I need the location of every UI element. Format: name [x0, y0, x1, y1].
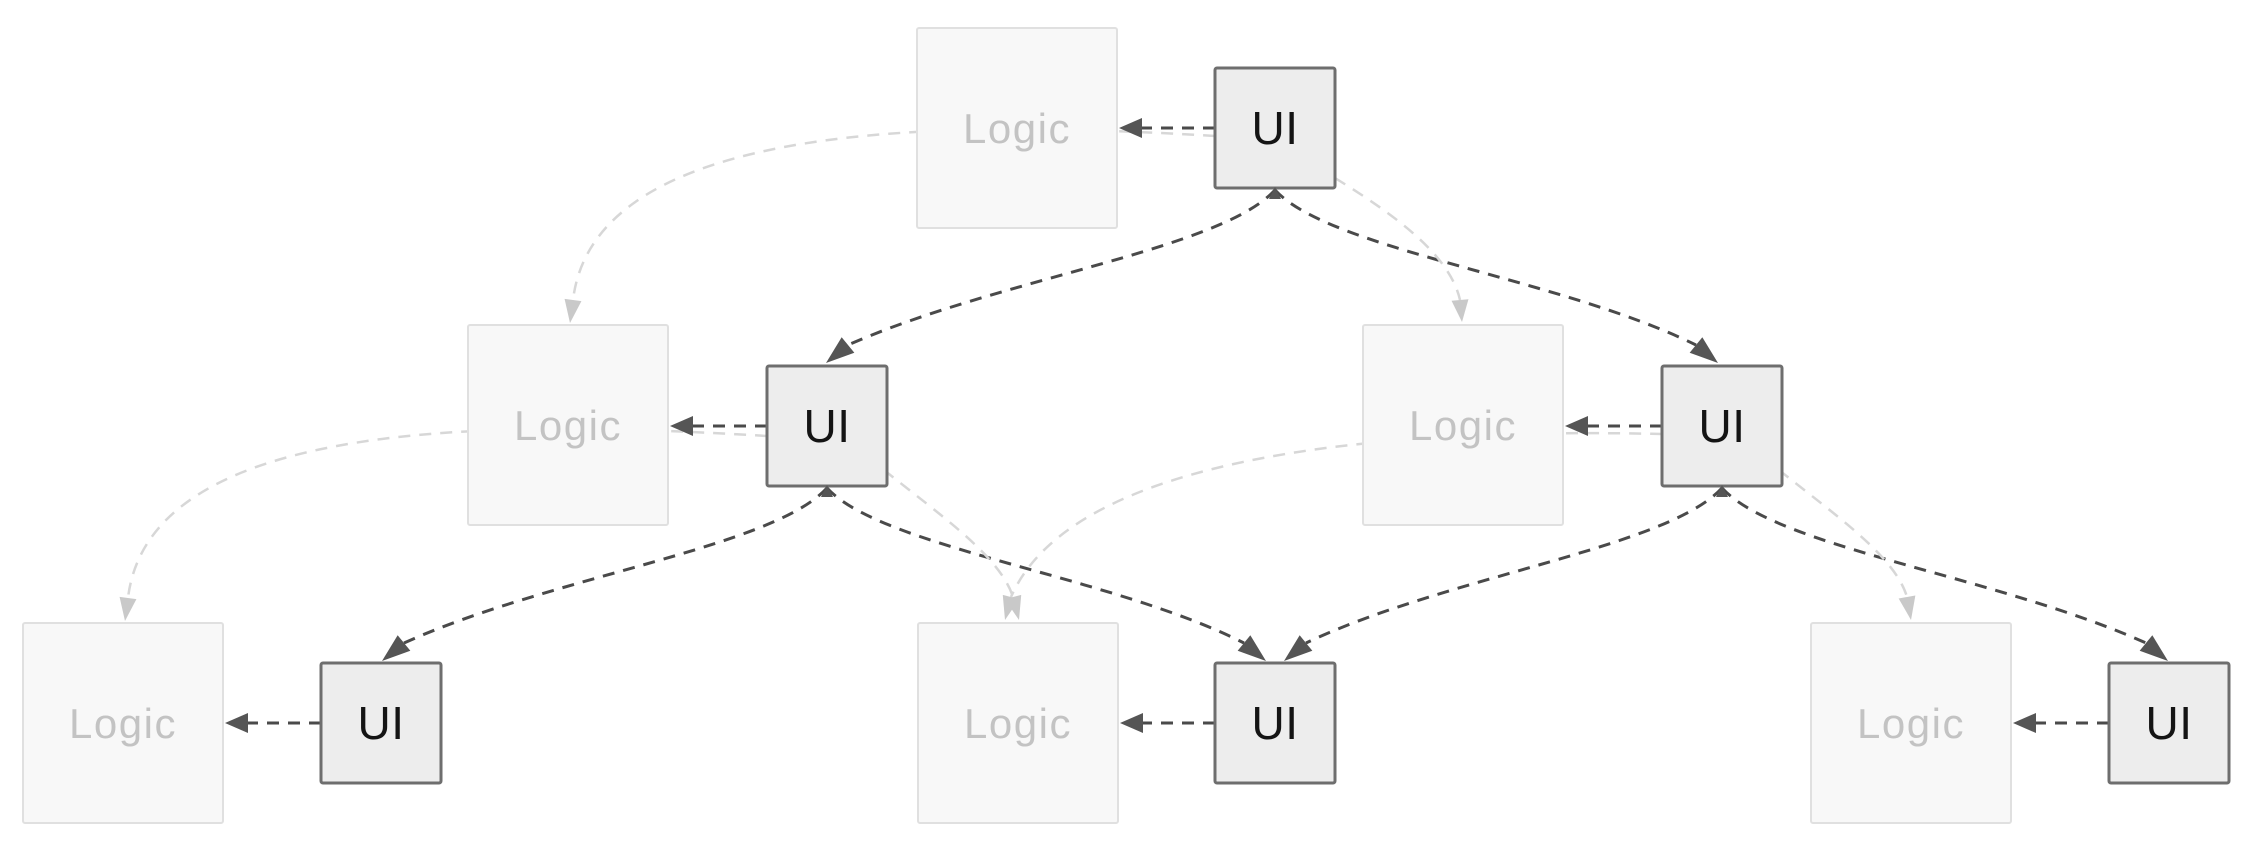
node-label-logic-mid-left: Logic: [514, 402, 622, 449]
edge-ui-mid-right-to-ui-bottom-center: [1305, 486, 1724, 645]
logic-box-logic-bottom-center: [917, 622, 1119, 824]
arrowhead-ui-bottom-center-to-logic-bottom-center: [1120, 713, 1143, 733]
arrowhead-ui-mid-right-to-ui-bottom-right: [2139, 635, 2168, 661]
node-label-logic-top: Logic: [963, 105, 1071, 152]
node-label-ui-top: UI: [1252, 102, 1299, 154]
arrowheads-layer: [119, 118, 2168, 733]
logic-box-logic-mid-right: [1362, 324, 1564, 526]
node-ui-bottom-right: UI: [2107, 661, 2231, 785]
node-ui-mid-left: UI: [765, 364, 889, 488]
edge-ui-mid-left-to-logic-bottom-left: [126, 427, 768, 599]
arrowhead-ui-mid-left-to-logic-mid-left: [670, 416, 693, 436]
arrowhead-ui-top-to-logic-mid-left: [564, 298, 582, 323]
node-label-ui-mid-left: UI: [804, 400, 851, 452]
ui-box-ui-bottom-right: [2107, 661, 2231, 785]
arrowhead-ui-mid-left-to-ui-bottom-left: [382, 635, 411, 661]
arrowhead-ui-bottom-right-to-logic-bottom-right: [2013, 713, 2036, 733]
edge-ui-top-to-ui-mid-left: [847, 188, 1277, 347]
node-label-ui-bottom-center: UI: [1252, 697, 1299, 749]
arrowhead-ui-top-to-ui-mid-right: [1689, 337, 1718, 363]
edge-ui-mid-left-to-logic-bottom-center: [883, 469, 1015, 598]
edge-ui-top-to-logic-mid-left: [571, 128, 1216, 301]
arrowhead-ui-mid-right-to-logic-bottom-right: [1898, 595, 1916, 620]
node-label-logic-bottom-center: Logic: [964, 700, 1072, 747]
node-logic-top: Logic: [916, 27, 1118, 229]
edge-ui-mid-left-to-ui-bottom-center: [825, 486, 1245, 645]
logic-box-logic-bottom-left: [22, 622, 224, 824]
node-ui-mid-right: UI: [1660, 364, 1784, 488]
edge-ui-mid-left-to-ui-bottom-left: [403, 486, 829, 645]
edge-start-marker-ui-top: [1269, 187, 1281, 199]
ui-box-ui-bottom-center: [1213, 661, 1337, 785]
logic-box-logic-top: [916, 27, 1118, 229]
edge-ui-mid-right-to-logic-bottom-center: [1009, 431, 1663, 598]
node-label-logic-bottom-left: Logic: [69, 700, 177, 747]
node-logic-mid-right: Logic: [1362, 324, 1564, 526]
edge-ui-mid-right-to-logic-bottom-right: [1778, 469, 1909, 598]
node-logic-bottom-left: Logic: [22, 622, 224, 824]
node-label-logic-bottom-right: Logic: [1857, 700, 1965, 747]
edge-start-marker-ui-mid-left: [821, 485, 833, 497]
node-label-ui-bottom-right: UI: [2146, 697, 2193, 749]
logic-box-logic-mid-left: [467, 324, 669, 526]
arrowhead-ui-mid-left-to-logic-bottom-left: [119, 596, 137, 621]
edges-layer: [126, 126, 2147, 725]
arrowhead-ui-top-to-logic-top: [1119, 118, 1142, 138]
node-logic-bottom-right: Logic: [1810, 622, 2012, 824]
node-ui-bottom-left: UI: [319, 661, 443, 785]
ui-box-ui-bottom-left: [319, 661, 443, 785]
edge-ui-mid-right-to-ui-bottom-right: [1720, 486, 2147, 645]
arrowhead-ui-mid-right-to-logic-bottom-center: [1002, 594, 1020, 620]
edge-start-marker-ui-mid-right: [1716, 485, 1728, 497]
edge-ui-top-to-ui-mid-right: [1273, 188, 1697, 347]
arrowhead-ui-bottom-left-to-logic-bottom-left: [225, 713, 248, 733]
edge-ui-top-to-logic-mid-right: [1334, 176, 1462, 301]
arrowhead-ui-top-to-ui-mid-left: [826, 337, 855, 363]
node-label-logic-mid-right: Logic: [1409, 402, 1517, 449]
node-label-ui-bottom-left: UI: [358, 697, 405, 749]
node-label-ui-mid-right: UI: [1699, 400, 1746, 452]
node-ui-bottom-center: UI: [1213, 661, 1337, 785]
arrowhead-ui-mid-left-to-ui-bottom-center: [1237, 635, 1266, 661]
logic-box-logic-bottom-right: [1810, 622, 2012, 824]
arrowhead-ui-mid-right-to-logic-mid-right: [1565, 416, 1588, 436]
arrowhead-ui-mid-right-to-ui-bottom-center: [1284, 635, 1313, 661]
arrowhead-ui-top-to-logic-mid-right: [1451, 299, 1469, 322]
node-logic-mid-left: Logic: [467, 324, 669, 526]
node-logic-bottom-center: Logic: [917, 622, 1119, 824]
node-ui-top: UI: [1213, 66, 1337, 190]
